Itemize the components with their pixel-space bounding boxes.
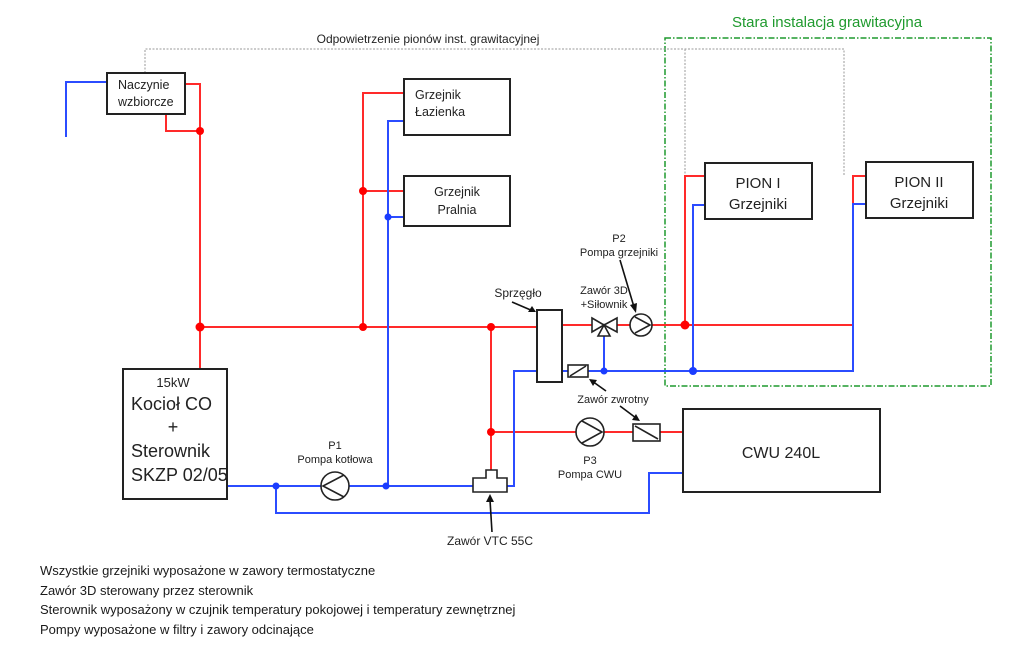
three-way-valve-icon: Zawór 3D +Siłownik [580,285,628,337]
pion2-line1: PION II [894,174,943,191]
valve-3d-line2: +Siłownik [581,299,628,311]
vent-label: Odpowietrzenie pionów inst. grawitacyjne… [317,32,540,46]
supply-pipe-boiler-riser [185,83,201,369]
boiler-plus: + [168,417,179,437]
radiator-bathroom-line2: Łazienka [415,105,465,119]
hydraulic-coupler: Sprzęgło [494,286,563,383]
radiator-bathroom: Grzejnik Łazienka [403,78,511,136]
return-pipe-pion1 [692,204,705,371]
vent-line-main [144,48,845,176]
pion2-radiators: PION II Grzejniki [865,161,974,219]
check-valve-label: Zawór zwrotny [577,394,649,406]
radiator-laundry-line1: Grzejnik [434,185,481,199]
dhw-tank: CWU 240L [682,408,881,493]
pump-p2-id: P2 [612,233,625,245]
vent-lines [144,48,845,176]
expansion-vessel-line2: wzbiorcze [117,95,174,109]
boiler-line2: Sterownik [131,441,211,461]
pump-p2-arrow [619,259,635,308]
pump-p1-id: P1 [328,440,341,452]
gravity-installation-title: Stara instalacja grawitacyjna [732,14,923,31]
dhw-tank-label: CWU 240L [742,445,820,462]
supply-pipe-pion1 [684,175,705,325]
pump-p2-label: Pompa grzejniki [580,247,658,259]
return-pipe-vtc-coupler [507,370,537,487]
note-item: Sterownik wyposażony w czujnik temperatu… [40,602,516,617]
radiator-bathroom-line1: Grzejnik [415,88,462,102]
supply-pipe-expansion [165,114,200,132]
expansion-vessel: Naczynie wzbiorcze [106,72,186,115]
pion1-line2: Grzejniki [729,196,787,213]
gravity-installation-frame [664,37,992,387]
vtc-valve-label: Zawór VTC 55C [447,534,533,548]
junction-dots [195,127,697,490]
pion2-line2: Grzejniki [890,195,948,212]
note-item: Wszystkie grzejniki wyposażone w zawory … [40,563,376,578]
note-item: Zawór 3D sterowany przez sterownik [40,582,254,598]
boiler-line3: SKZP 02/05 [131,465,228,485]
coupler-label: Sprzęgło [494,286,542,300]
coupler-arrow [511,301,534,312]
pump-p1-icon: P1 Pompa kotłowa [297,440,373,501]
pump-p2-icon: P2 Pompa grzejniki [580,233,658,337]
vtc-arrow [489,499,493,533]
pion1-radiators: PION I Grzejniki [704,162,813,220]
vtc-valve-icon: Zawór VTC 55C [447,469,533,548]
radiator-laundry-line2: Pralnia [438,203,477,217]
return-pipe-radiators [387,120,404,486]
radiator-laundry: Grzejnik Pralnia [403,175,511,227]
pump-p3-label: Pompa CWU [558,469,622,481]
return-pipe-dhw [275,472,683,514]
check-valve-arrow-2 [619,405,637,419]
notes-list: Wszystkie grzejniki wyposażone w zawory … [40,561,515,639]
return-pipe-expansion [65,81,107,137]
pump-p1-label: Pompa kotłowa [297,454,373,466]
note-item: Pompy wyposażone w filtry i zawory odcin… [40,621,314,637]
boiler-line1: Kocioł CO [131,394,212,414]
expansion-vessel-line1: Naczynie [118,78,169,92]
valve-3d-line1: Zawór 3D [580,285,628,297]
boiler-power: 15kW [156,375,190,390]
check-valve-icon [567,364,607,392]
boiler: 15kW Kocioł CO + Sterownik SKZP 02/05 [122,368,228,500]
supply-pipe-bathroom [362,92,404,327]
pion1-line1: PION I [735,175,780,192]
supply-pipes [165,83,866,470]
pump-p3-id: P3 [583,455,596,467]
return-pipe-pion2 [588,203,866,372]
check-valve-dhw-icon [632,423,661,442]
pump-p3-icon: P3 Pompa CWU [558,417,622,481]
